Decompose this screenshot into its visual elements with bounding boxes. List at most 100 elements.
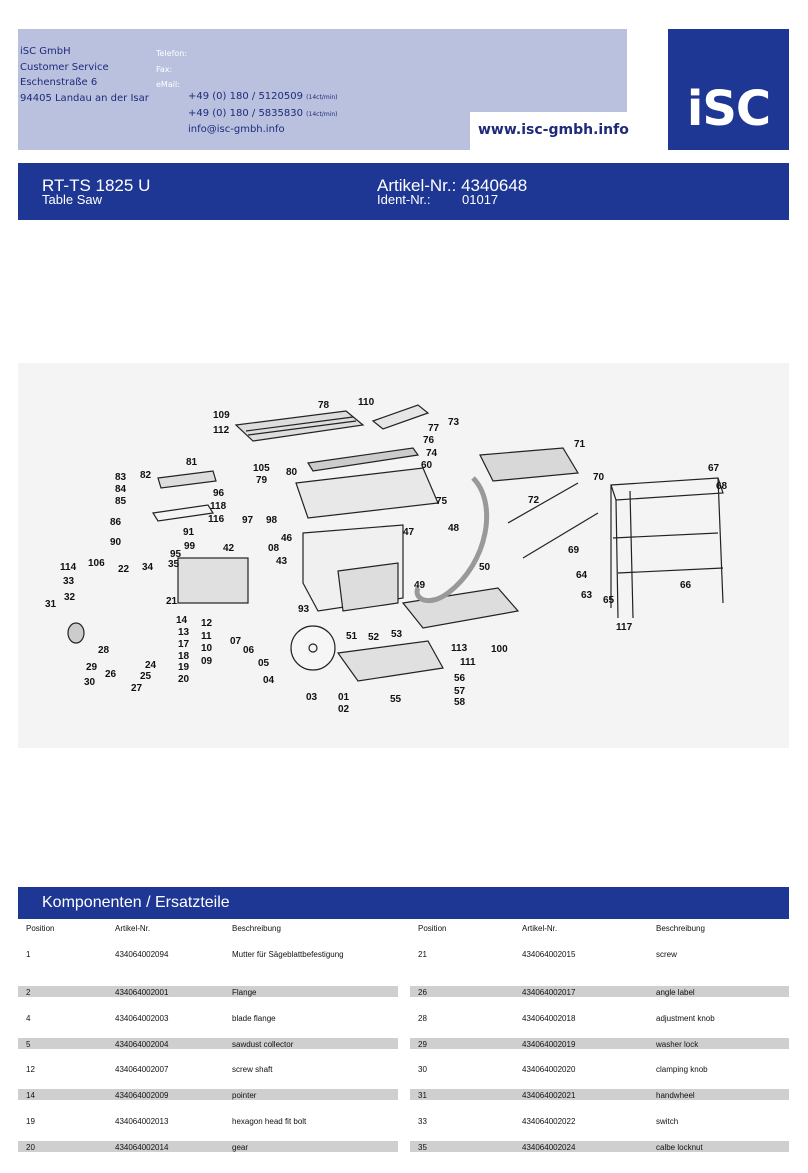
svg-text:28: 28	[98, 645, 110, 656]
svg-text:72: 72	[528, 495, 540, 506]
cell-article: 434064002014	[115, 1142, 169, 1152]
article-value: 4340648	[461, 176, 528, 195]
components-header: Komponenten / Ersatzteile	[18, 887, 789, 919]
svg-text:70: 70	[593, 472, 605, 483]
cell-description: blade flange	[232, 1014, 276, 1024]
svg-text:06: 06	[243, 645, 255, 656]
svg-text:12: 12	[201, 618, 213, 629]
cell-description: pointer	[232, 1091, 257, 1101]
svg-text:60: 60	[421, 460, 433, 471]
svg-text:55: 55	[390, 694, 402, 705]
svg-text:66: 66	[680, 580, 692, 591]
cell-position: 12	[26, 1065, 35, 1075]
fax-rate: (14ct/min)	[306, 110, 338, 118]
cell-article: 434064002015	[522, 949, 576, 959]
cell-article: 434064002018	[522, 1014, 576, 1024]
svg-text:93: 93	[298, 604, 310, 615]
svg-text:81: 81	[186, 457, 198, 468]
svg-text:97: 97	[242, 515, 254, 526]
table-header: Position Artikel-Nr. Beschreibung	[410, 920, 789, 946]
cell-description: adjustment knob	[656, 1014, 715, 1024]
cell-description: calbe locknut	[656, 1142, 703, 1152]
svg-text:82: 82	[140, 470, 152, 481]
cell-position: 28	[418, 1014, 427, 1024]
svg-text:90: 90	[110, 537, 122, 548]
cell-article: 434064002094	[115, 949, 169, 959]
email-label: eMail:	[156, 80, 180, 90]
cell-position: 30	[418, 1065, 427, 1075]
header-description: Beschreibung	[656, 924, 705, 933]
cell-description: Flange	[232, 988, 257, 998]
cell-position: 20	[26, 1142, 35, 1152]
cell-description: sawdust collector	[232, 1039, 294, 1049]
header-position: Position	[26, 924, 55, 933]
article-number: Artikel-Nr.: 4340648	[377, 176, 527, 196]
fax-number: +49 (0) 180 / 5835830	[188, 107, 303, 119]
phone-label: Telefon:	[156, 49, 188, 58]
svg-text:114: 114	[60, 562, 77, 573]
svg-text:29: 29	[86, 662, 98, 673]
svg-text:116: 116	[208, 514, 225, 525]
table-row: 30 434064002020 clamping knob	[410, 1048, 789, 1074]
svg-text:111: 111	[460, 657, 476, 668]
cell-article: 434064002020	[522, 1065, 576, 1075]
cell-description: screw shaft	[232, 1065, 273, 1075]
table-header: Position Artikel-Nr. Beschreibung	[18, 920, 398, 946]
cell-position: 35	[418, 1142, 427, 1152]
logo: iSC	[668, 29, 789, 150]
svg-text:42: 42	[223, 543, 235, 554]
svg-text:11: 11	[201, 631, 212, 642]
logo-text: iSC	[686, 81, 771, 137]
svg-text:86: 86	[110, 517, 122, 528]
svg-text:50: 50	[479, 562, 491, 573]
cell-position: 2	[26, 988, 31, 998]
cell-description: clamping knob	[656, 1065, 708, 1075]
svg-text:52: 52	[368, 632, 380, 643]
service-label: Customer Service	[20, 61, 109, 73]
cell-position: 19	[26, 1116, 35, 1126]
svg-text:13: 13	[178, 627, 190, 638]
svg-text:01: 01	[338, 692, 350, 703]
company-address: iSC GmbH Customer Service Eschenstraße 6…	[20, 44, 149, 107]
svg-text:83: 83	[115, 472, 127, 483]
product-title-bar: RT-TS 1825 U Table Saw Artikel-Nr.: 4340…	[18, 163, 789, 220]
model-name: RT-TS 1825 U	[42, 176, 151, 195]
email-link[interactable]: info@isc-gmbh.info	[188, 124, 285, 136]
cell-article: 434064002019	[522, 1039, 576, 1049]
svg-text:57: 57	[454, 686, 466, 697]
cell-article: 434064002022	[522, 1116, 576, 1126]
svg-text:98: 98	[266, 515, 278, 526]
svg-text:20: 20	[178, 674, 190, 685]
svg-text:77: 77	[428, 423, 440, 434]
svg-text:10: 10	[201, 643, 213, 654]
svg-text:22: 22	[118, 564, 130, 575]
header-position: Position	[418, 924, 447, 933]
svg-text:56: 56	[454, 673, 466, 684]
svg-text:48: 48	[448, 523, 460, 534]
table-row: 2 434064002001 Flange	[18, 971, 398, 998]
article-label: Artikel-Nr.:	[377, 176, 457, 195]
website-link[interactable]: www.isc-gmbh.info	[478, 122, 629, 138]
svg-text:84: 84	[115, 484, 127, 495]
street: Eschenstraße 6	[20, 77, 98, 89]
cell-description: washer lock	[656, 1039, 699, 1049]
svg-text:85: 85	[115, 496, 127, 507]
contact-values: +49 (0) 180 / 5120509 (14ct/min) +49 (0)…	[188, 89, 337, 138]
svg-text:63: 63	[581, 590, 593, 601]
svg-text:65: 65	[603, 595, 615, 606]
cell-article: 434064002001	[115, 988, 169, 998]
svg-text:35: 35	[168, 559, 180, 570]
svg-text:51: 51	[346, 631, 358, 642]
product-name: Table Saw	[42, 192, 102, 207]
svg-text:99: 99	[184, 541, 196, 552]
cell-position: 5	[26, 1039, 31, 1049]
svg-text:105: 105	[253, 463, 270, 474]
header-article: Artikel-Nr.	[115, 924, 151, 933]
